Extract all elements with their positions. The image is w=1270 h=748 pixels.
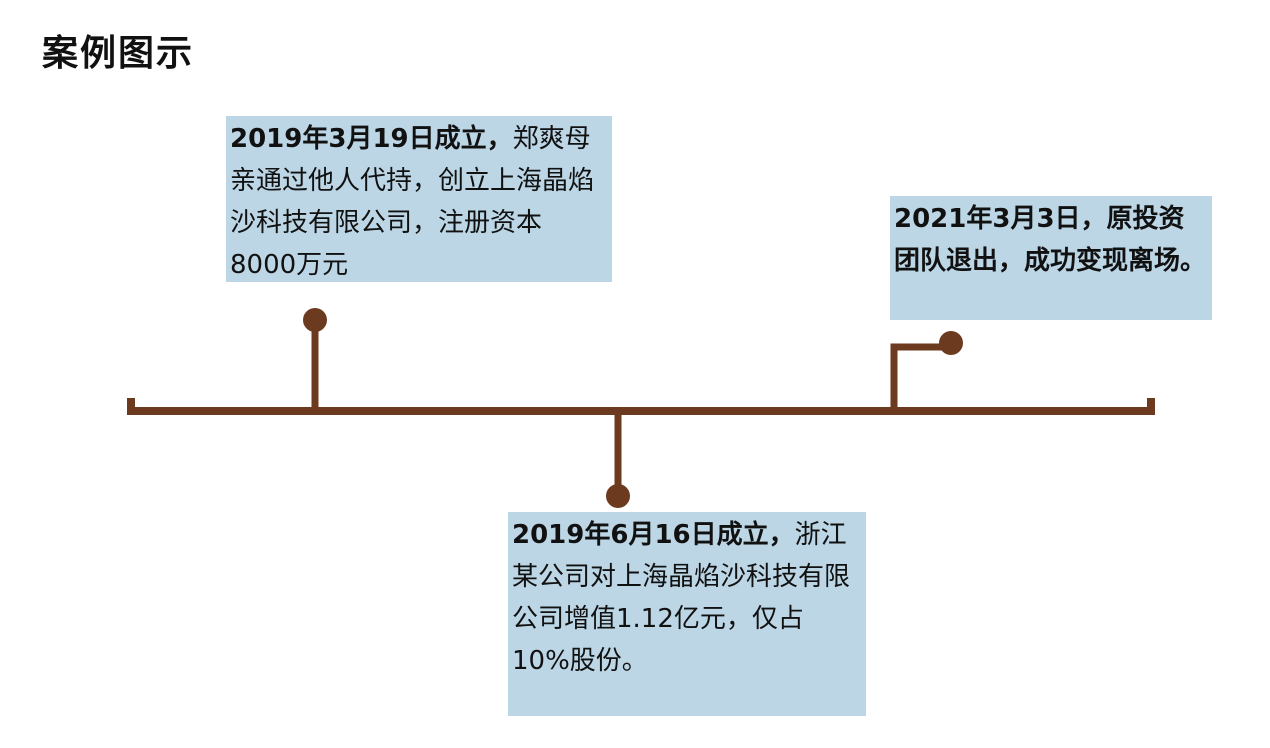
event-box-2021-03-03: 2021年3月3日，原投资团队退出，成功变现离场。 bbox=[890, 196, 1212, 320]
event-date: 2019年6月16日成立， bbox=[512, 520, 795, 550]
event-description: 浙江某公司对上海晶焰沙科技有限公司增值1.12亿元，仅占10%股份。 bbox=[512, 520, 851, 676]
event-3-marker-dot bbox=[939, 331, 963, 355]
page-title: 案例图示 bbox=[42, 33, 195, 74]
event-description: 原投资团队退出，成功变现离场。 bbox=[894, 204, 1207, 276]
event-3-connector bbox=[890, 343, 950, 411]
event-2-marker-dot bbox=[606, 484, 630, 508]
event-box-2019-06-16: 2019年6月16日成立，浙江某公司对上海晶焰沙科技有限公司增值1.12亿元，仅… bbox=[508, 512, 866, 716]
event-date: 2019年3月19日成立， bbox=[230, 124, 513, 154]
event-box-2019-03-19: 2019年3月19日成立，郑爽母亲通过他人代持，创立上海晶焰沙科技有限公司，注册… bbox=[226, 116, 612, 282]
event-description: 郑爽母亲通过他人代持，创立上海晶焰沙科技有限公司，注册资本8000万元 bbox=[230, 124, 595, 280]
event-1-marker-dot bbox=[303, 308, 327, 332]
event-date: 2021年3月3日， bbox=[894, 204, 1107, 234]
